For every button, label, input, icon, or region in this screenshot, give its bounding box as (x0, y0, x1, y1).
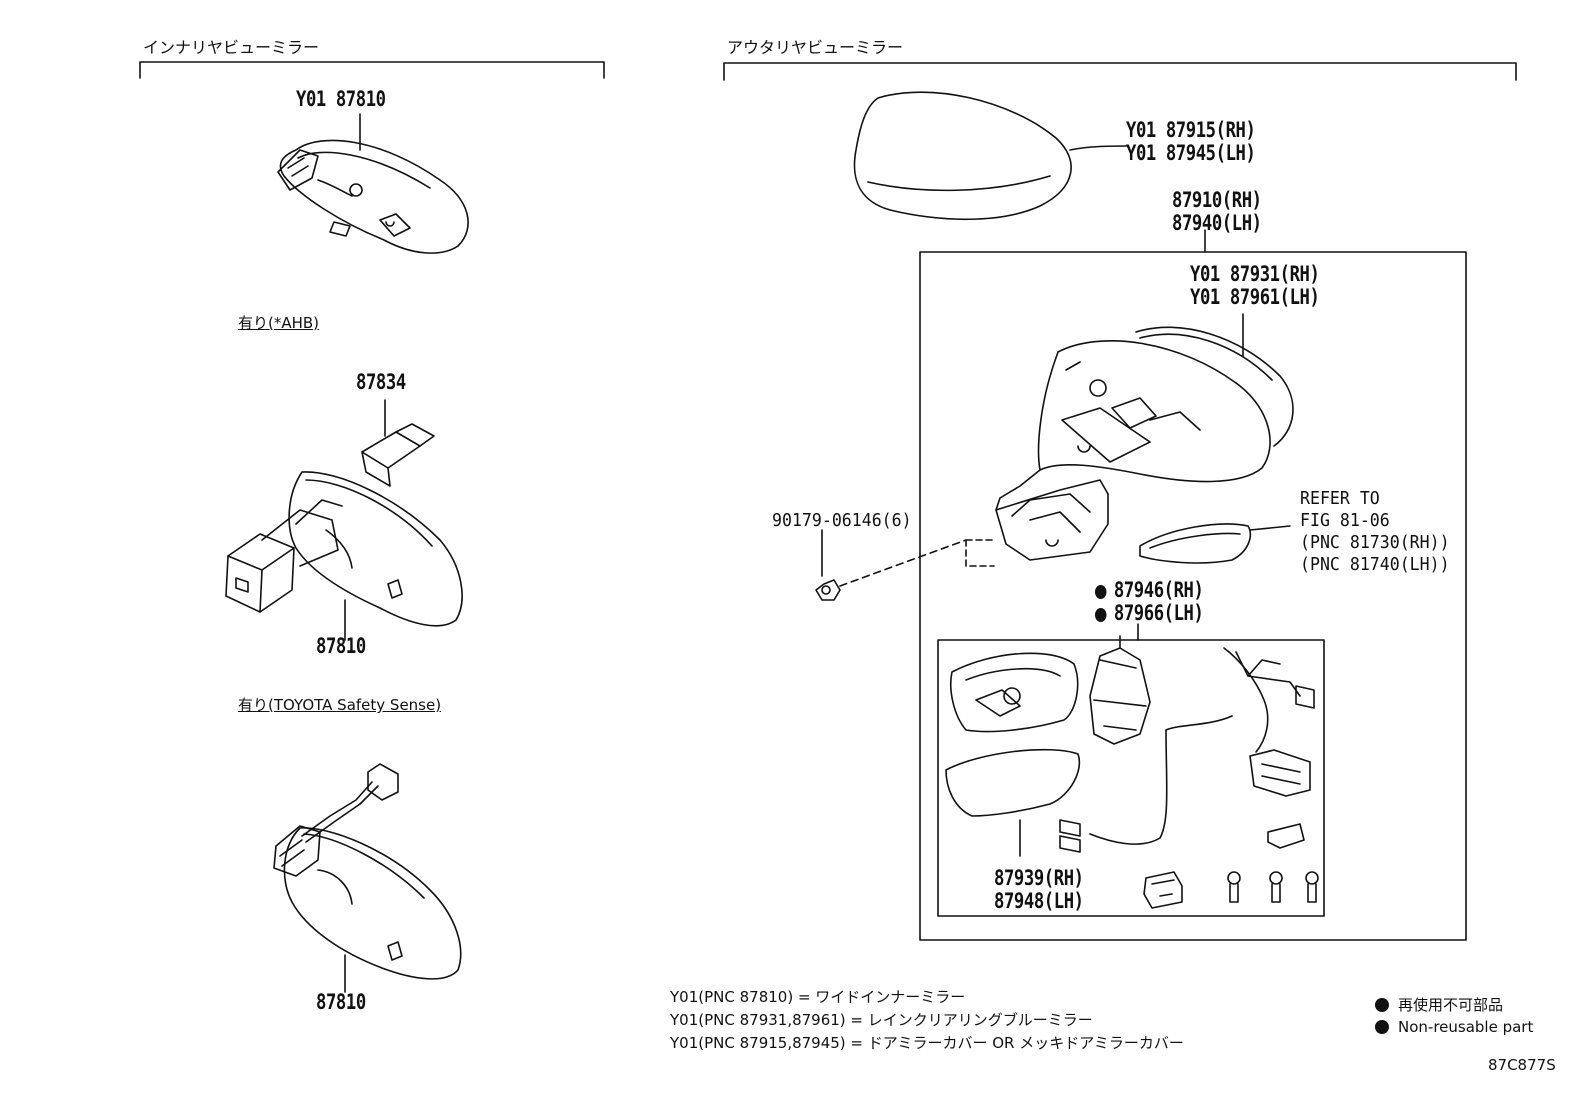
part-label-87939-rh[interactable]: 87939(RH) (994, 866, 1084, 890)
legend-en: Non-reusable part (1375, 1018, 1533, 1036)
part-label-87940-lh[interactable]: 87940(LH) (1172, 211, 1262, 235)
mirror-actuator-drawing (1089, 635, 1151, 745)
non-reusable-dot-icon (1095, 608, 1107, 622)
part-label-y01-87945-lh[interactable]: Y01 87945(LH) (1126, 141, 1256, 165)
legend-dot-icon (1375, 998, 1389, 1012)
non-reusable-dot-icon (1095, 585, 1107, 599)
part-label-nut-90179[interactable]: 90179-06146(6) (772, 510, 912, 531)
part-label-y01-87915-rh[interactable]: Y01 87915(RH) (1126, 118, 1256, 142)
part-label-87910-rh[interactable]: 87910(RH) (1172, 188, 1262, 212)
refer-line-3: (PNC 81730(RH)) (1300, 532, 1450, 553)
mirror-glass-drawing (945, 748, 1081, 857)
outer-mirror-cover-drawing (853, 91, 1129, 221)
part-label-87946-rh[interactable]: 87946(RH) (1095, 578, 1204, 602)
note-toyota-safety-sense: 有り(TOYOTA Safety Sense) (238, 696, 442, 714)
part-label-87810-tss[interactable]: 87810 (316, 990, 366, 1014)
small-fasteners-drawing (1143, 871, 1319, 909)
part-label-87948-lh[interactable]: 87948(LH) (994, 889, 1084, 913)
inner-mirror-wide-drawing (277, 113, 469, 254)
legend-dot-icon (1375, 1020, 1389, 1034)
part-label-87966-lh[interactable]: 87966(LH) (1095, 601, 1204, 625)
refer-line-2[interactable]: FIG 81-06 (1300, 510, 1390, 531)
inner-section-bracket (139, 61, 605, 79)
note-ahb: 有り(*AHB) (238, 314, 320, 332)
part-label-87946-rh-text: 87946(RH) (1113, 578, 1204, 602)
outer-section-title: アウタリヤビューミラー (727, 38, 904, 57)
outer-mirror-housing-drawing (995, 313, 1294, 561)
sub-assembly-box (937, 639, 1325, 917)
mirror-glass-holder-drawing (950, 652, 1079, 733)
part-label-y01-87931-rh[interactable]: Y01 87931(RH) (1190, 262, 1320, 286)
turn-signal-drawing (1139, 523, 1291, 564)
wire-harness-drawing (1059, 647, 1315, 853)
legend-ja: 再使用不可部品 (1375, 994, 1503, 1015)
figure-code: 87C877S (1488, 1056, 1556, 1074)
part-label-87834[interactable]: 87834 (356, 370, 406, 394)
ahb-inner-mirror-drawing (225, 471, 463, 641)
part-label-87966-lh-text: 87966(LH) (1113, 601, 1204, 625)
footnote-1: Y01(PNC 87810) = ワイドインナーミラー (670, 988, 966, 1006)
footnote-2: Y01(PNC 87931,87961) = レインクリアリングブルーミラー (670, 1011, 1093, 1029)
tss-inner-mirror-drawing (273, 763, 462, 993)
legend-ja-text: 再使用不可部品 (1398, 996, 1504, 1014)
inner-section-title: インナリヤビューミラー (143, 38, 320, 57)
part-label-y01-87961-lh[interactable]: Y01 87961(LH) (1190, 285, 1320, 309)
ahb-sensor-drawing (361, 399, 435, 487)
assembly-box (919, 251, 1467, 941)
part-label-y01-87810[interactable]: Y01 87810 (296, 87, 386, 111)
outer-section-bracket (723, 62, 1517, 81)
nut-drawing (815, 529, 995, 601)
footnote-3: Y01(PNC 87915,87945) = ドアミラーカバー OR メッキドア… (670, 1034, 1184, 1052)
part-label-87810-ahb[interactable]: 87810 (316, 634, 366, 658)
legend-en-text: Non-reusable part (1398, 1018, 1534, 1036)
refer-line-1: REFER TO (1300, 488, 1380, 509)
refer-line-4: (PNC 81740(LH)) (1300, 554, 1450, 575)
